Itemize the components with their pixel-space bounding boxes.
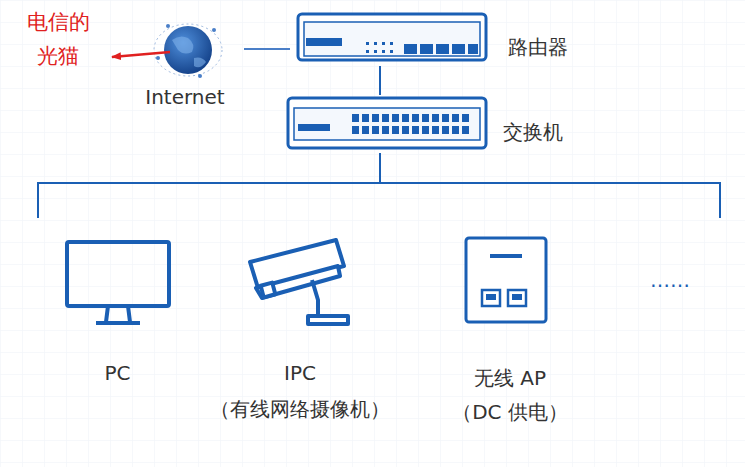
network-cable bbox=[38, 153, 380, 218]
more-dots: …… bbox=[640, 268, 700, 292]
node-note: （有线网络摄像机） bbox=[196, 394, 404, 424]
modem-arrow bbox=[112, 52, 170, 57]
router-device bbox=[298, 14, 486, 60]
bus-line bbox=[505, 183, 720, 218]
node-label: PC bbox=[26, 358, 209, 388]
node-label: 路由器 bbox=[508, 32, 598, 62]
network-cable bbox=[380, 153, 505, 183]
cloud-node: Internet bbox=[126, 20, 244, 112]
switch-device bbox=[288, 98, 486, 148]
node-label: Internet bbox=[126, 82, 244, 112]
node-label: 交换机 bbox=[503, 117, 593, 147]
uplink-line bbox=[244, 48, 290, 50]
node-note: （DC 供电） bbox=[426, 397, 594, 427]
router-node: 路由器 bbox=[290, 8, 598, 66]
ap-icon bbox=[466, 238, 546, 322]
monitor-icon bbox=[67, 242, 169, 323]
camera-icon bbox=[250, 240, 348, 324]
globe-icon bbox=[154, 24, 222, 78]
camera-node: IPC （有线网络摄像机） bbox=[196, 183, 404, 433]
switch-node: 交换机 bbox=[285, 95, 593, 153]
network-cable bbox=[300, 153, 380, 183]
network-cable bbox=[379, 66, 381, 95]
node-label: IPC bbox=[196, 358, 404, 388]
modem-label: 电信的 光猫 bbox=[22, 6, 94, 73]
ap-node: 无线 AP （DC 供电） bbox=[426, 183, 594, 433]
pc-node: PC bbox=[26, 218, 209, 398]
node-label: 无线 AP bbox=[426, 363, 594, 393]
